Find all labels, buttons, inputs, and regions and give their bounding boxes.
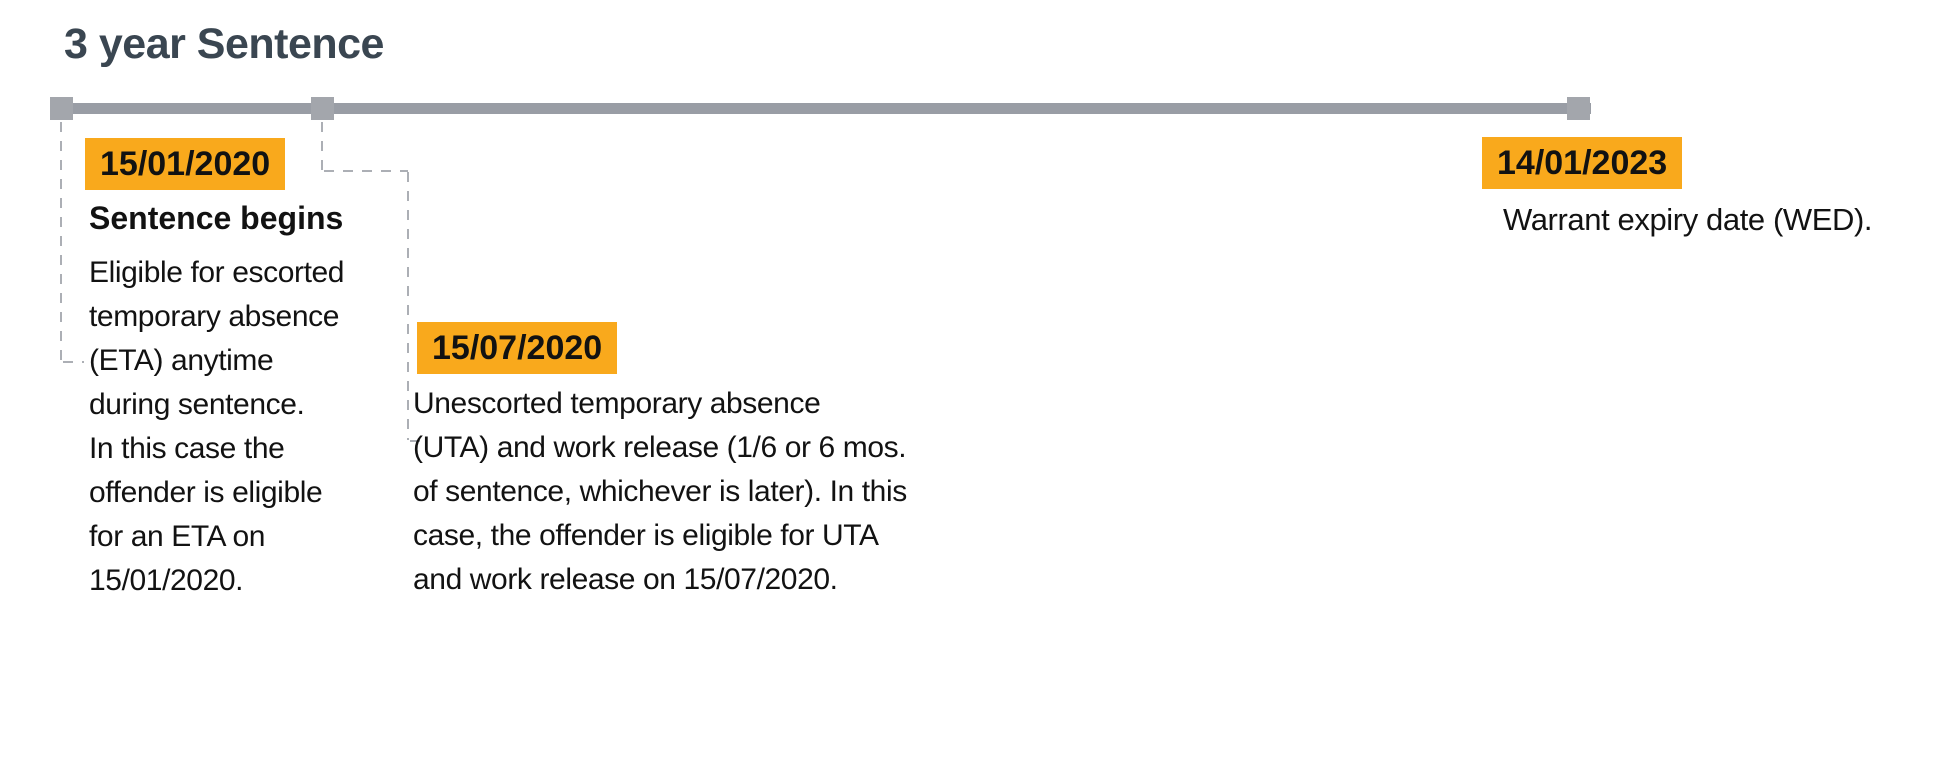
connector-event1-elbow [63, 361, 84, 363]
page-title: 3 year Sentence [64, 20, 384, 68]
timeline-bar [50, 103, 1591, 114]
connector-event1-vertical [60, 122, 62, 362]
event1-heading: Sentence begins [89, 200, 344, 236]
timeline-marker-sentence-begins [50, 97, 73, 120]
date-badge-sentence-begins: 15/01/2020 [85, 138, 286, 190]
event3-description: Warrant expiry date (WED). [1503, 202, 1873, 237]
connector-event2-vertical-top [321, 122, 323, 170]
timeline-marker-uta-eligibility [311, 97, 334, 120]
event1-description: Eligible for escorted temporary absence … [89, 256, 345, 597]
timeline-marker-warrant-expiry [1567, 97, 1590, 120]
connector-event2-horizontal [324, 170, 408, 172]
event2-description: Unescorted temporary absence (UTA) and w… [413, 387, 907, 596]
connector-event2-vertical-bottom [407, 172, 409, 440]
connector-event2-elbow [410, 440, 428, 442]
date-badge-warrant-expiry: 14/01/2023 [1482, 137, 1683, 189]
date-badge-uta-eligibility: 15/07/2020 [417, 322, 618, 374]
